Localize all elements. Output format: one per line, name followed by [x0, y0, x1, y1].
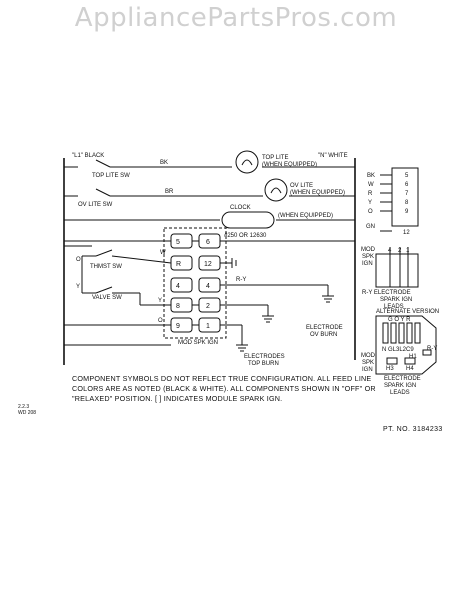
alt-ry-label: R-Y — [427, 346, 437, 352]
terminal-9: 9 — [176, 323, 180, 330]
footnote: COMPONENT SYMBOLS DO NOT REFLECT TRUE CO… — [72, 374, 376, 403]
electrodes-top-label: ELECTRODES — [244, 354, 285, 360]
ov-lite-lamp — [264, 178, 288, 202]
module-spark-ign — [375, 253, 419, 288]
ry-electrode-label-1: R-Y ELECTRODE — [362, 290, 411, 296]
clock-equipped-label: (WHEN EQUIPPED) — [278, 213, 333, 219]
svg-text:12: 12 — [403, 230, 410, 236]
svg-text:BK: BK — [367, 173, 375, 179]
l1-label: "L1" BLACK — [72, 153, 104, 159]
alt-electrode-label-3: LEADS — [390, 390, 410, 396]
valve-switch — [95, 286, 113, 294]
valve-switch-label: VALVE SW — [92, 295, 122, 301]
clock-label: CLOCK — [230, 205, 251, 211]
terminal-5: 5 — [176, 239, 180, 246]
h4-label: H4 — [406, 366, 414, 372]
terminal-8: 8 — [176, 303, 180, 310]
svg-text:8: 8 — [405, 200, 409, 206]
electrodes-top-label-2: TOP BURN — [248, 361, 279, 367]
connector-right — [380, 167, 419, 232]
svg-text:Y: Y — [368, 200, 372, 206]
spk-label-1: SPK — [362, 254, 374, 260]
clock-part-label: #250 OR 12630 — [224, 233, 267, 239]
alt-row-label: N GL3L2C9 — [382, 347, 414, 353]
terminal-12: 12 — [204, 261, 212, 268]
alt-top-letters: G O Y R — [388, 317, 411, 323]
h1-label: H1 — [409, 354, 417, 360]
top-lite-label: TOP LITE — [262, 155, 288, 161]
alt-electrode-label-1: ELECTRODE — [384, 376, 421, 382]
module-outline — [163, 227, 227, 339]
y-wire-label-2: Y — [158, 298, 162, 304]
top-lite-lamp — [235, 150, 259, 174]
alternate-module — [375, 315, 437, 375]
mod-label-2: MOD — [361, 353, 376, 359]
svg-text:5: 5 — [405, 173, 409, 179]
terminal-1: 1 — [206, 323, 210, 330]
watermark: AppliancePartsPros.com — [74, 3, 398, 33]
ign-label-1: IGN — [362, 261, 373, 267]
svg-text:W: W — [368, 182, 374, 188]
terminal-4-left: 4 — [176, 283, 180, 290]
svg-text:7: 7 — [405, 191, 409, 197]
terminal-4-right: 4 — [206, 283, 210, 290]
alternate-version-label: ALTERNATE VERSION — [376, 309, 439, 315]
electrode-ov-label: ELECTRODE — [306, 325, 343, 331]
thmst-switch-label: THMST SW — [90, 264, 122, 270]
ov-lite-label: OV LITE — [290, 183, 313, 189]
h3-label: H3 — [386, 366, 394, 372]
svg-text:R: R — [368, 191, 373, 197]
neutral-label: "N" WHITE — [318, 153, 348, 159]
br-wire-label: BR — [165, 189, 174, 195]
ry-electrode-label-3: LEADS — [384, 304, 404, 310]
terminal-2: 2 — [206, 303, 210, 310]
svg-text:9: 9 — [405, 209, 409, 215]
mod-pin-4: 4 — [388, 248, 392, 254]
bk-wire-label: BK — [160, 160, 168, 166]
mod-label-1: MOD — [361, 247, 376, 253]
svg-text:O: O — [368, 209, 373, 215]
top-lite-switch — [95, 159, 111, 168]
terminal-r: R — [176, 261, 181, 268]
o-wire-label: O — [76, 257, 81, 263]
clock-symbol — [221, 211, 275, 229]
svg-text:6: 6 — [405, 182, 409, 188]
part-number: PT. NO. 3184233 — [383, 426, 443, 433]
ov-lite-equipped-label: (WHEN EQUIPPED) — [290, 190, 345, 196]
y-wire-label: Y — [76, 284, 80, 290]
mod-pin-2: 2 — [398, 248, 402, 254]
svg-text:GN: GN — [366, 224, 375, 230]
connector-labels: BK W R Y O GN 5 6 7 8 9 12 — [366, 173, 410, 236]
ry-wire-label: R-Y — [236, 277, 246, 283]
electrode-ov-label-2: OV BURN — [310, 332, 337, 338]
o-wire-label-2: O — [158, 318, 163, 324]
ry-electrode-label-2: SPARK IGN — [380, 297, 412, 303]
w-wire-label: W — [160, 250, 166, 256]
top-lite-equipped-label: (WHEN EQUIPPED) — [262, 162, 317, 168]
ov-lite-switch — [95, 188, 111, 197]
terminal-6: 6 — [206, 239, 210, 246]
spk-label-2: SPK — [362, 360, 374, 366]
side-note: 2.2.3 WD 208 — [18, 404, 37, 416]
ign-label-2: IGN — [362, 367, 373, 373]
top-lite-switch-label: TOP LITE SW — [92, 173, 130, 179]
alt-electrode-label-2: SPARK IGN — [384, 383, 416, 389]
mod-spk-ign-label: MOD SPK IGN — [178, 340, 218, 346]
thmst-switch — [95, 249, 113, 257]
mod-pin-1: 1 — [406, 248, 410, 254]
ov-lite-switch-label: OV LITE SW — [78, 202, 113, 208]
